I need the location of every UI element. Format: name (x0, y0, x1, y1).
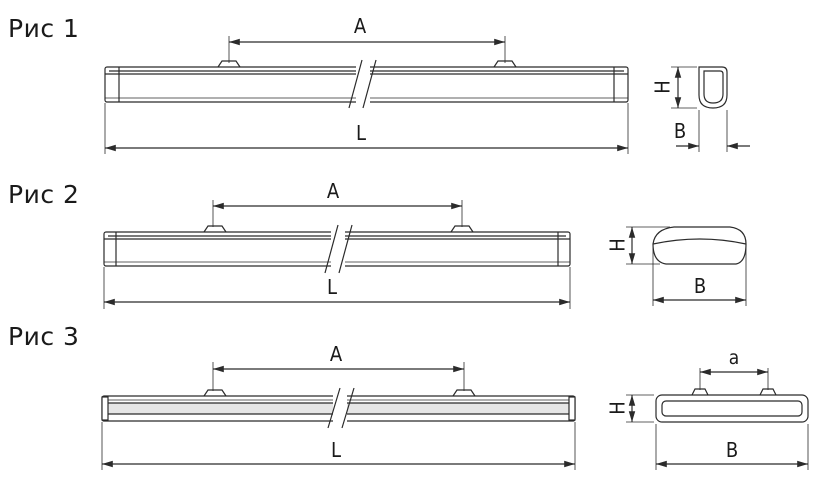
figure-1-side-view (104, 59, 629, 109)
figure-3-end-view (626, 368, 809, 470)
figure-3-label-A: A (330, 342, 343, 366)
figure-1-end-view (671, 66, 750, 152)
figure-3-label-B: B (726, 438, 738, 462)
figure-1-dimension-A (228, 36, 506, 63)
figure-2-dimension-L (103, 267, 571, 309)
figure-3-label-L: L (331, 438, 341, 462)
figure-2-end-view (626, 226, 747, 306)
figure-2-label-H: H (606, 238, 630, 252)
figure-1-label-B: B (674, 119, 686, 143)
figure-3-label-H: H (606, 401, 630, 415)
figure-1-label-H: H (651, 80, 675, 94)
figure-1-label: Рис 1 (8, 14, 80, 43)
figure-2-side-view (103, 224, 571, 274)
figure-2-dimension-A (212, 200, 463, 227)
figure-2-label-L: L (327, 275, 337, 299)
figure-2-label-A: A (327, 179, 340, 203)
figure-3-side-view (101, 387, 576, 429)
figure-3-label-a: a (729, 347, 739, 369)
figure-1-label-A: A (354, 14, 367, 38)
figure-1-dimension-L (104, 103, 629, 154)
figure-3-dimension-A (212, 362, 465, 391)
figure-3-dimension-L (101, 422, 576, 470)
figure-1-label-L: L (356, 121, 366, 145)
figure-2-label-B: B (694, 274, 706, 298)
figure-3-label: Рис 3 (8, 322, 80, 351)
figure-2-label: Рис 2 (8, 180, 80, 209)
